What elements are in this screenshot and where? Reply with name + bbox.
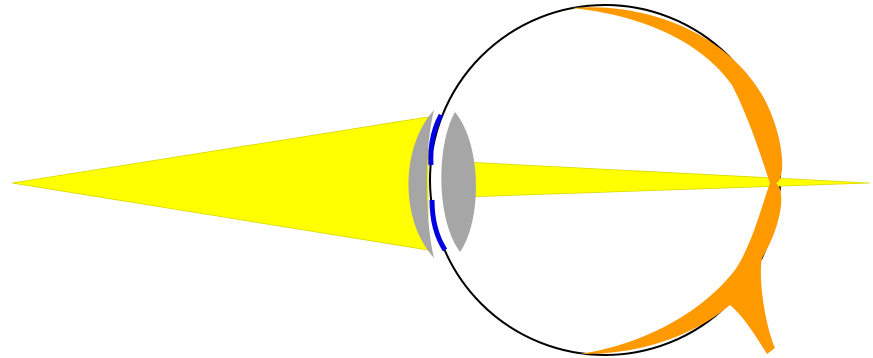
iris-upper (431, 115, 441, 165)
lens (441, 112, 476, 252)
incoming-light-cone (12, 117, 428, 250)
refracted-light-cone (465, 162, 870, 197)
iris-lower (432, 200, 445, 250)
